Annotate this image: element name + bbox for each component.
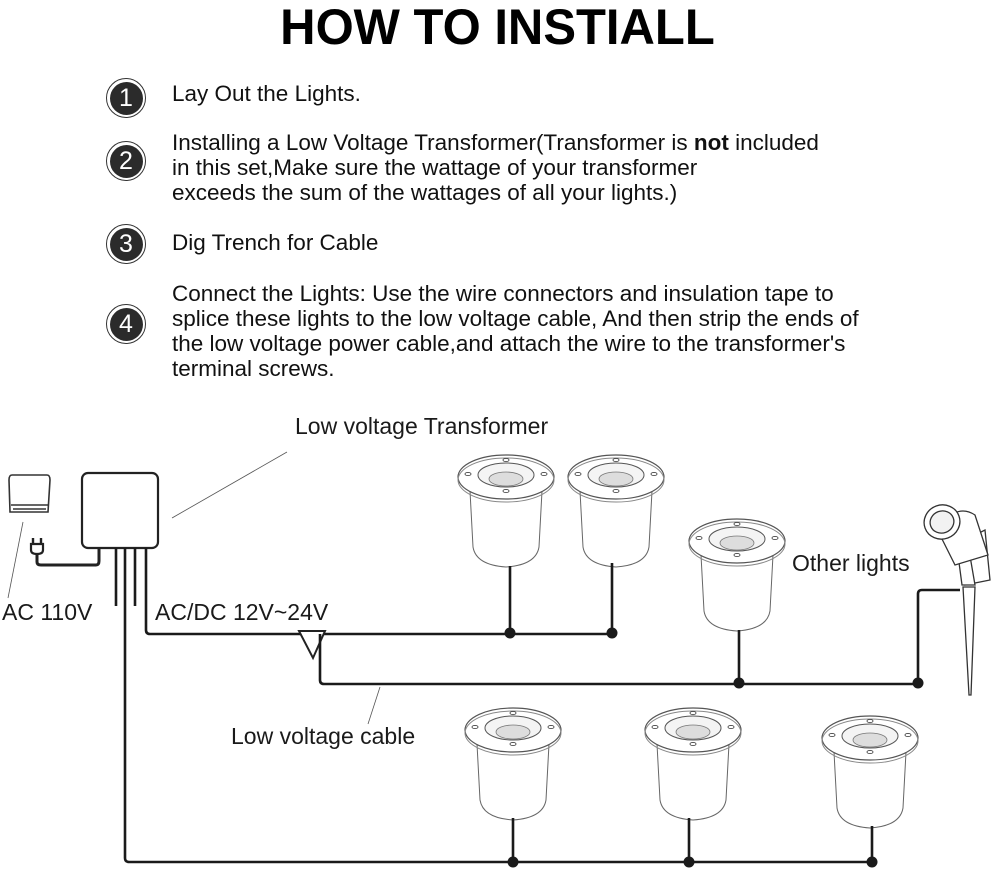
emphasis-not: not — [693, 130, 729, 155]
wall-outlet-icon — [8, 474, 51, 513]
leader-line — [171, 451, 288, 519]
step-text: Lay Out the Lights. — [172, 81, 361, 106]
cable-label: Low voltage cable — [231, 723, 416, 749]
ac-input-label: AC 110V — [2, 599, 93, 625]
low-voltage-cable — [318, 588, 960, 686]
junction-dot — [504, 627, 516, 639]
transformer-box — [80, 471, 160, 550]
inground-light — [457, 454, 555, 568]
junction-dot — [733, 677, 745, 689]
page-title: HOW TO INSTIALL — [280, 0, 715, 55]
step-text: splice these lights to the low voltage c… — [172, 306, 859, 331]
step-number-badge: 2 — [106, 141, 146, 181]
step-number-badge: 3 — [106, 224, 146, 264]
inground-light — [567, 454, 665, 568]
junction-dot — [606, 627, 618, 639]
inground-light — [644, 707, 742, 821]
transformer-wires — [114, 548, 872, 864]
junction-dot — [507, 856, 519, 868]
step-number-badge: 4 — [106, 304, 146, 344]
junction-dot — [866, 856, 878, 868]
junction-dot — [683, 856, 695, 868]
output-voltage-label: AC/DC 12V~24V — [155, 599, 329, 625]
transformer-label: Low voltage Transformer — [295, 413, 549, 439]
inground-light — [688, 518, 786, 632]
other-lights-label: Other lights — [792, 550, 910, 576]
step-number-badge: 1 — [106, 78, 146, 118]
leader-line — [7, 521, 24, 599]
inground-light — [821, 715, 919, 829]
plug-icon — [29, 538, 101, 567]
inground-light — [464, 707, 562, 821]
step-text: in this set,Make sure the wattage of you… — [172, 155, 698, 180]
leader-line — [367, 686, 381, 725]
step-text: the low voltage power cable,and attach t… — [172, 331, 846, 356]
step-text: Installing a Low Voltage Transformer(Tra… — [172, 130, 819, 155]
spike-light — [923, 504, 991, 696]
step-text: Dig Trench for Cable — [172, 230, 379, 255]
step-text: Connect the Lights: Use the wire connect… — [172, 281, 834, 306]
junction-dot — [912, 677, 924, 689]
step-text: exceeds the sum of the wattages of all y… — [172, 180, 678, 205]
step-text: terminal screws. — [172, 356, 335, 381]
